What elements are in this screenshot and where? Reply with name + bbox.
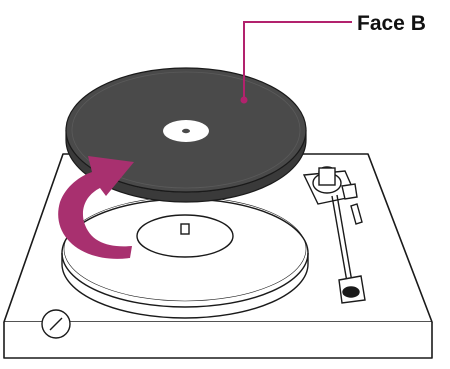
speed-knob-icon	[42, 310, 70, 338]
spindle-hole	[182, 129, 190, 133]
face-b-label: Face B	[357, 12, 426, 36]
